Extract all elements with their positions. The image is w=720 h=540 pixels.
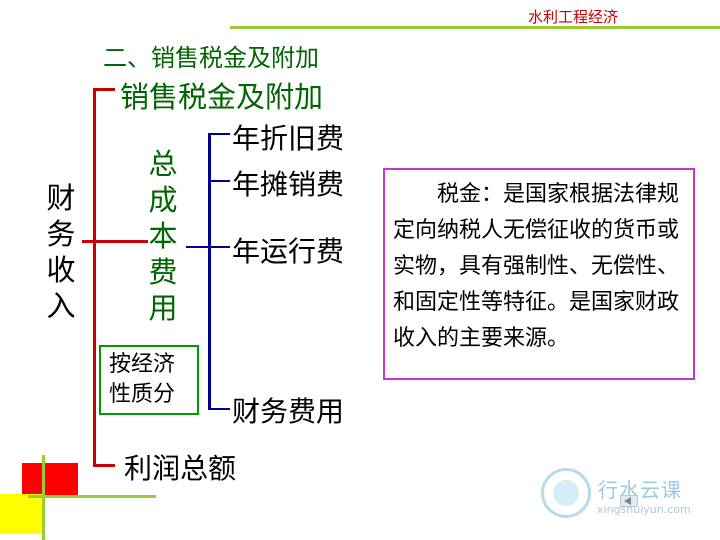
financial-income-label: 财 务 收 入 <box>45 180 77 324</box>
main-title: 销售税金及附加 <box>120 80 324 114</box>
tax-definition-box: 税金：是国家根据法律规定向纳税人无偿征收的货币或实物，具有强制性、无偿性、和固定… <box>383 168 695 380</box>
decor-green-horizontal <box>28 495 156 498</box>
blue-branch-depreciation <box>208 133 230 135</box>
economic-nature-box: 按经济 性质分 <box>99 345 199 415</box>
section-title: 二、销售税金及附加 <box>103 44 319 72</box>
header-title: 水利工程经济 <box>528 8 619 26</box>
decor-red-square <box>22 463 78 497</box>
header-divider <box>230 26 720 29</box>
label-char: 用 <box>148 291 178 325</box>
watermark-name: 行水云课 <box>598 478 682 502</box>
econ-line-2: 性质分 <box>109 382 176 407</box>
watermark-url: xingshuiyun.com <box>597 503 691 516</box>
blue-main-vertical <box>208 133 211 410</box>
blue-branch-operating <box>186 246 230 248</box>
blue-branch-financial <box>208 408 230 410</box>
item-financial: 财务费用 <box>232 395 345 428</box>
blue-branch-amortization <box>208 180 230 182</box>
back-arrow-icon <box>624 497 631 505</box>
item-depreciation: 年折旧费 <box>232 122 345 155</box>
label-char: 入 <box>46 289 76 323</box>
label-char: 费 <box>148 255 178 289</box>
econ-line-1: 按经济 <box>109 352 176 377</box>
red-branch-bottom <box>93 464 115 467</box>
total-cost-label: 总 成 本 费 用 <box>147 146 179 326</box>
decor-yellow-square <box>0 494 44 534</box>
label-char: 财 <box>46 181 76 215</box>
item-operating: 年运行费 <box>232 235 345 268</box>
item-profit: 利润总额 <box>124 452 237 485</box>
red-main-vertical <box>93 88 96 466</box>
label-char: 总 <box>148 147 178 181</box>
watermark-logo-inner <box>553 480 579 506</box>
watermark-logo-icon <box>541 468 591 518</box>
label-char: 本 <box>148 219 178 253</box>
label-char: 成 <box>148 183 178 217</box>
item-amortization: 年摊销费 <box>232 168 345 201</box>
tax-definition-text: 税金：是国家根据法律规定向纳税人无偿征收的货币或实物，具有强制性、无偿性、和固定… <box>393 182 680 351</box>
red-branch-top <box>93 88 115 91</box>
label-char: 务 <box>46 217 76 251</box>
label-char: 收 <box>46 253 76 287</box>
red-branch-middle <box>82 240 148 243</box>
